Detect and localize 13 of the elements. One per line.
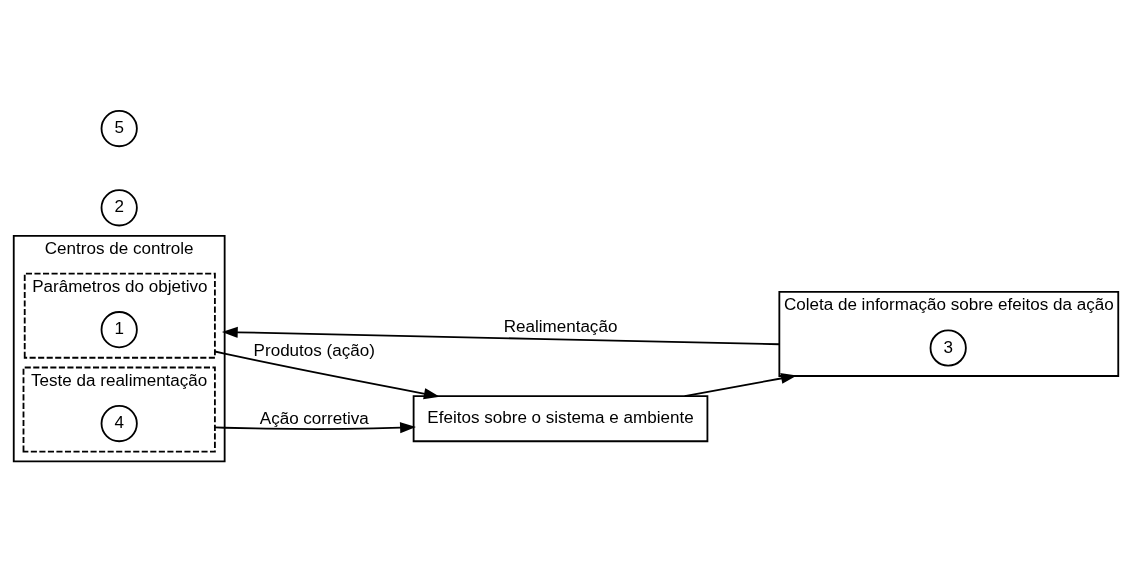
node-circle: 4 xyxy=(100,405,138,443)
arrow xyxy=(221,326,781,346)
node-box: Efeitos sobre o sistema e ambiente xyxy=(412,395,709,443)
node-circle: 5 xyxy=(100,109,138,148)
node-circle: 2 xyxy=(100,189,138,227)
arrow xyxy=(214,350,440,400)
edge-label: Ação corretiva xyxy=(259,408,369,428)
arrow xyxy=(214,422,416,434)
edge-label: Realimentação xyxy=(503,317,618,337)
node-circle: 3 xyxy=(929,329,967,367)
node-circle: 1 xyxy=(100,311,138,349)
edge-label: Produtos (ação) xyxy=(253,340,375,360)
arrow xyxy=(683,372,797,398)
